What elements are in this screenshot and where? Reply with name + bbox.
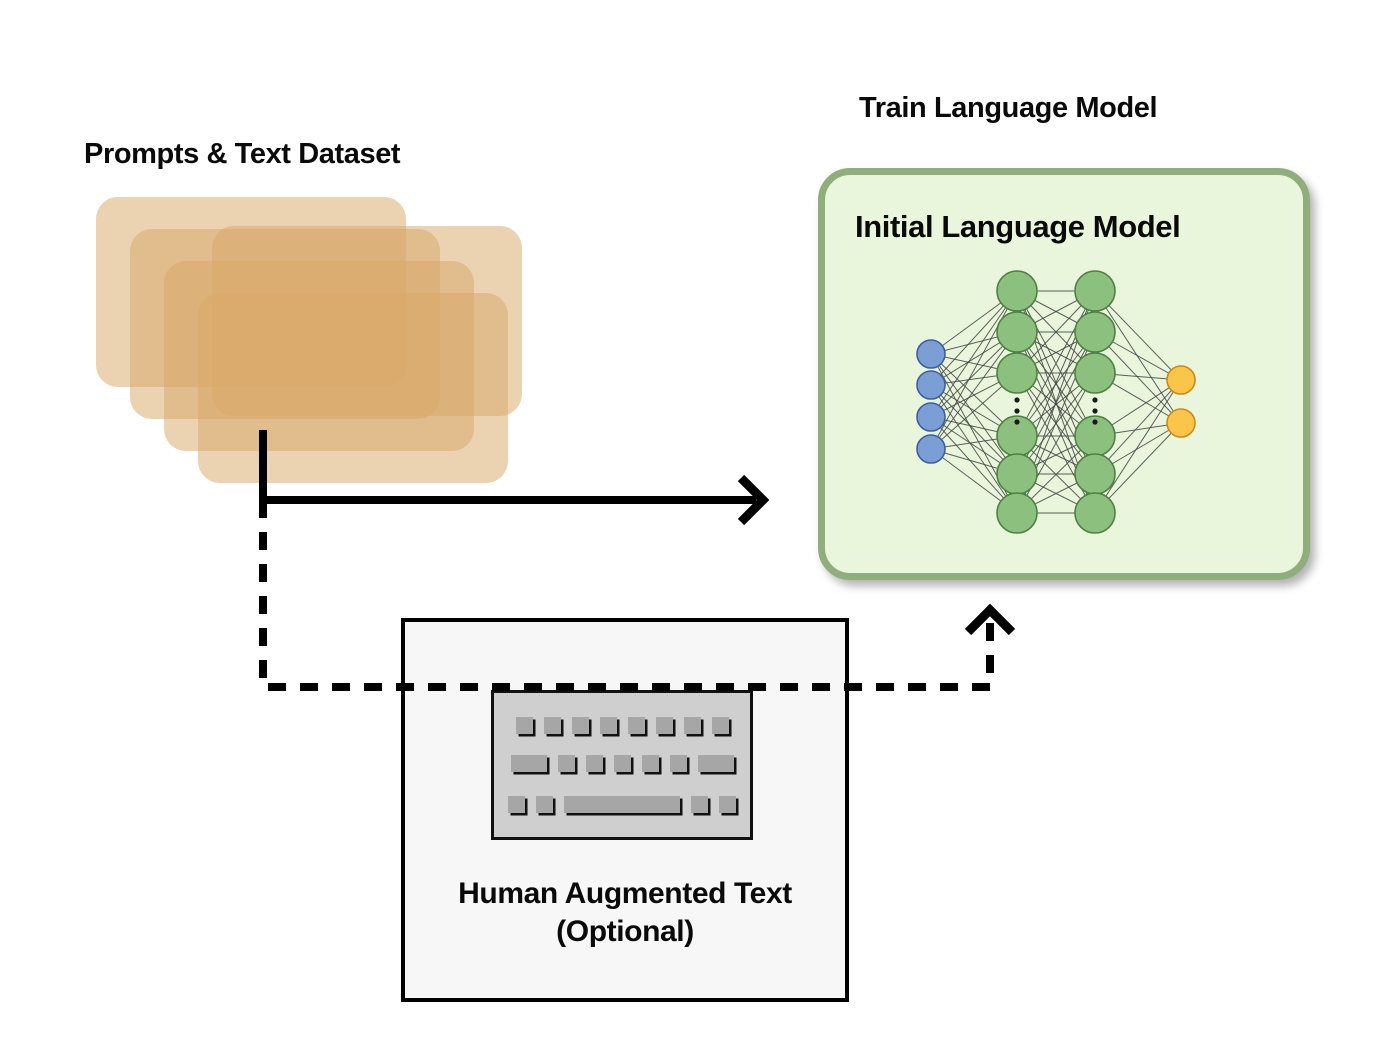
- keyboard-key: [627, 717, 645, 734]
- keyboard-key: [508, 796, 525, 813]
- keyboard-key: [613, 755, 631, 772]
- keyboard-key: [510, 755, 547, 772]
- prompts-dataset-title: Prompts & Text Dataset: [84, 138, 401, 170]
- initial-language-model-label: Initial Language Model: [855, 209, 1181, 244]
- keyboard-key: [536, 796, 553, 813]
- human-augmented-text-label: Human Augmented Text (Optional): [458, 877, 792, 949]
- keyboard-key: [599, 717, 617, 734]
- keyboard-key: [585, 755, 603, 772]
- keyboard-key: [557, 755, 575, 772]
- keyboard-key: [697, 755, 734, 772]
- keyboard-key: [669, 755, 687, 772]
- keyboard-row-2: [494, 755, 750, 772]
- keyboard-row-1: [494, 717, 750, 734]
- keyboard-icon: [491, 690, 753, 840]
- dataset-to-model-arrow-head: [737, 474, 770, 526]
- keyboard-row-3: [494, 796, 750, 813]
- human-text-to-model-arrow-head: [964, 603, 1016, 636]
- keyboard-key: [655, 717, 673, 734]
- train-language-model-title: Train Language Model: [859, 92, 1158, 124]
- keyboard-key: [641, 755, 659, 772]
- keyboard-key: [691, 796, 708, 813]
- dataset-card: [212, 226, 522, 416]
- keyboard-key: [543, 717, 561, 734]
- keyboard-key: [564, 796, 680, 813]
- keyboard-key: [571, 717, 589, 734]
- keyboard-key: [683, 717, 701, 734]
- keyboard-key: [719, 796, 736, 813]
- keyboard-key: [711, 717, 729, 734]
- keyboard-key: [515, 717, 533, 734]
